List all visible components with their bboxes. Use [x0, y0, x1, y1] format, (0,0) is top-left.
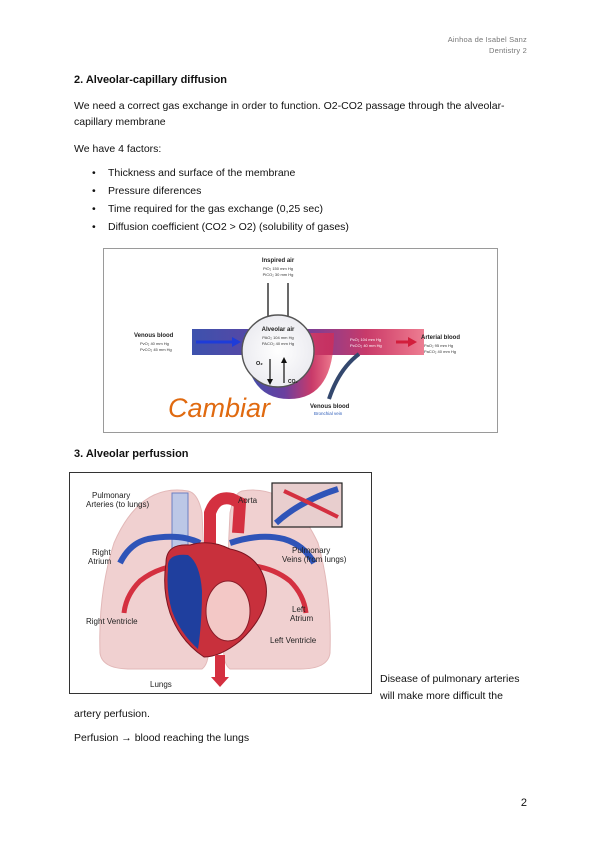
label-pulmonary-veins-2: Veins (from lungs)	[282, 555, 347, 564]
handwritten-annotation: Cambiar	[168, 393, 271, 423]
list-item: Time required for the gas exchange (0,25…	[92, 200, 349, 218]
label-left-atrium-2: Atrium	[290, 614, 313, 623]
inspired-air-po2: PiO₂ 150 mm Hg	[263, 266, 293, 271]
inspired-air-pco2: PiCO₂ 30 mm Hg	[263, 272, 294, 277]
o2-label: O₂	[256, 361, 263, 367]
alveolar-diffusion-figure: Inspired air PiO₂ 150 mm Hg PiCO₂ 30 mm …	[103, 248, 498, 433]
co2-label: CO₂	[288, 379, 298, 385]
right-heart-blood	[167, 554, 202, 649]
inset-vessel-blue	[273, 486, 339, 526]
inspired-air-title: Inspired air	[262, 258, 295, 264]
section-2-heading: 2. Alveolar-capillary diffusion	[74, 74, 228, 86]
side-text-line-1: Disease of pulmonary arteries	[380, 673, 520, 685]
header-author: Ainhoa de Isabel Sanz	[447, 35, 527, 44]
arterial-blood-title: Arterial blood	[421, 335, 460, 341]
section-2-paragraph-1: We need a correct gas exchange in order …	[74, 100, 505, 128]
co2-arrow-head	[281, 357, 287, 363]
factors-list: Thickness and surface of the membrane Pr…	[92, 164, 349, 236]
label-pulmonary-arteries-2: Arteries (to lungs)	[86, 500, 149, 509]
list-item: Pressure diferences	[92, 182, 349, 200]
page-header: Ainhoa de Isabel Sanz Dentistry 2	[448, 34, 527, 56]
label-lungs: Lungs	[150, 680, 172, 689]
section-2-paragraph-2: We have 4 factors:	[74, 143, 162, 155]
pulmonary-artery-right	[229, 533, 317, 565]
capillary-po2: PcO₂ 104 mm Hg	[350, 337, 381, 342]
label-right-atrium-1: Right	[92, 548, 111, 557]
pulmonary-artery-left	[117, 533, 202, 565]
perfusion-definition: Perfusion → blood reaching the lungs	[74, 732, 250, 744]
o2-arrow-head	[267, 379, 273, 385]
capillary-pco2: PcCO₂ 40 mm Hg	[350, 343, 382, 348]
list-item: Thickness and surface of the membrane	[92, 164, 349, 182]
left-ventricle-chamber	[205, 580, 251, 642]
venous-blood-pco2: PvCO₂ 45 mm Hg	[140, 347, 172, 352]
down-arrow	[211, 677, 229, 687]
page-number: 2	[520, 797, 527, 809]
section-3-heading: 3. Alveolar perfussion	[74, 448, 189, 460]
label-pulmonary-arteries-1: Pulmonary	[92, 491, 130, 500]
alveolar-diffusion-diagram: Inspired air PiO₂ 150 mm Hg PiCO₂ 30 mm …	[134, 258, 460, 423]
label-right-atrium-2: Atrium	[88, 557, 111, 566]
label-left-atrium-1: Left	[292, 605, 306, 614]
inferior-vena-cava	[215, 655, 225, 681]
aorta-vessel	[204, 492, 247, 593]
venous-blood-bottom-title: Venous blood	[310, 404, 350, 410]
heart-lungs-diagram: Pulmonary Arteries (to lungs) Aorta Righ…	[86, 482, 347, 689]
arterial-blood-pco2: PaCO₂ 40 mm Hg	[424, 349, 456, 354]
alveolar-air-po2: PAO₂ 104 mm Hg	[262, 335, 294, 340]
airway-tube	[267, 283, 289, 319]
list-item: Diffusion coefficient (CO2 > O2) (solubi…	[92, 218, 349, 236]
label-aorta: Aorta	[238, 496, 258, 505]
arterial-arrow-head	[408, 337, 417, 347]
bronchial-vein-label: Bronchial vein	[314, 411, 343, 416]
label-right-ventricle: Right Ventricle	[86, 617, 138, 626]
alveolus	[241, 314, 315, 388]
alveolar-air-pco2: PACO₂ 40 mm Hg	[262, 341, 294, 346]
perfusion-text-continue: artery perfusion.	[74, 708, 150, 720]
side-text-line-2: will make more difficult the	[380, 690, 503, 702]
venous-blood-po2: PvO₂ 40 mm Hg	[140, 341, 169, 346]
header-course: Dentistry 2	[488, 46, 527, 55]
label-pulmonary-veins-1: Pulmonary	[292, 546, 330, 555]
heart-lungs-figure: Pulmonary Arteries (to lungs) Aorta Righ…	[69, 472, 372, 694]
venous-arrow-head	[232, 337, 241, 347]
arterial-blood-po2: PaO₂ 95 mm Hg	[424, 343, 453, 348]
inset-vessel-red	[283, 489, 339, 519]
venous-blood-title: Venous blood	[134, 333, 174, 339]
bronchial-vein	[327, 352, 361, 400]
label-left-ventricle: Left Ventricle	[270, 636, 317, 645]
alveolar-air-title: Alveolar air	[262, 327, 295, 333]
